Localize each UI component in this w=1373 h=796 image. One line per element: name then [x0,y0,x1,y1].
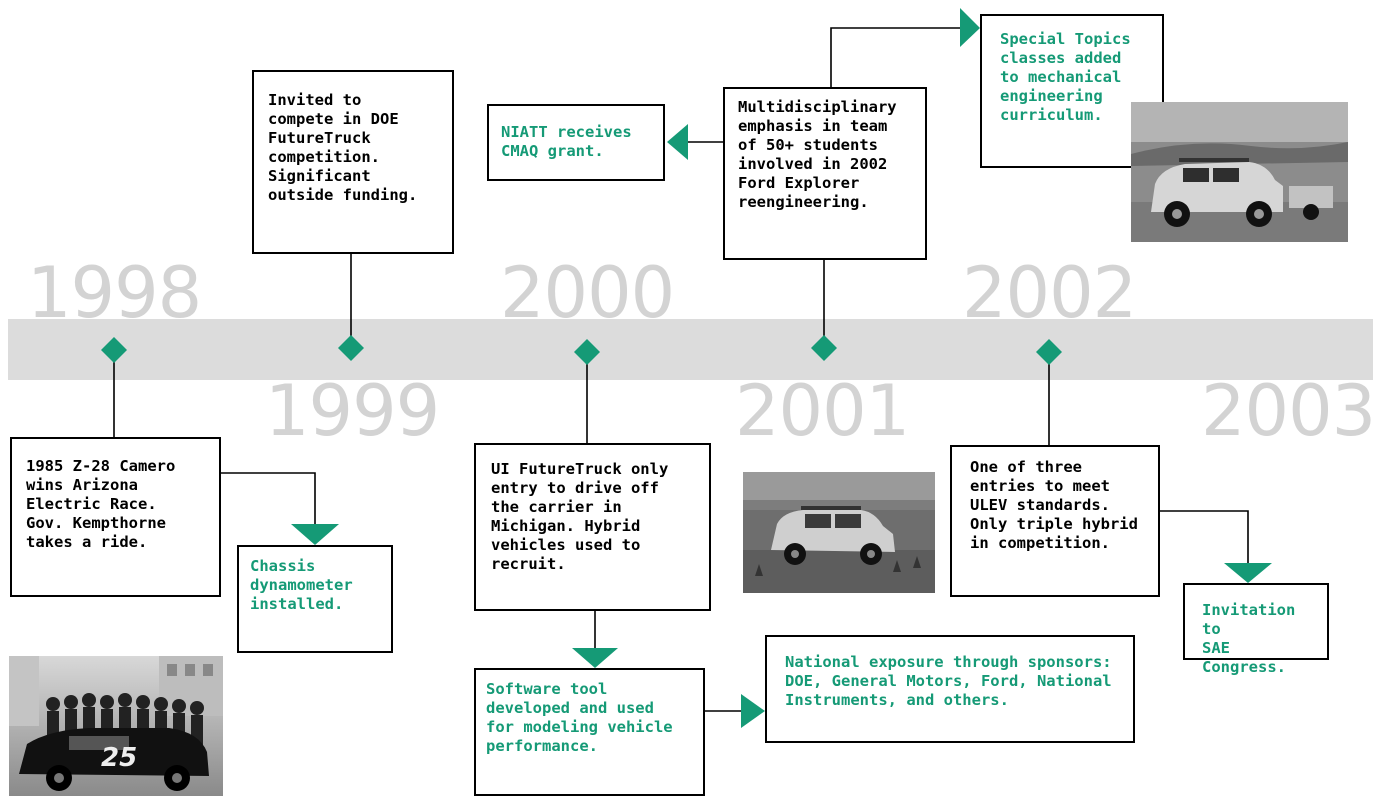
car-number-label: 25 [101,743,137,773]
event-camaro-race: 1985 Z-28 Camero wins Arizona Electric R… [10,437,221,597]
photo-race-team: 25 [9,656,223,796]
photo-futuretruck-course [743,472,935,593]
arrow-down-sae [1224,563,1272,583]
year-label-1999: 1999 [265,370,440,452]
arrow-down-chassis [291,524,339,545]
event-sae-congress: Invitation to SAE Congress. [1183,583,1329,676]
event-multidisciplinary: Multidisciplinary emphasis in team of 50… [723,87,927,260]
arrow-down-software [572,648,618,668]
year-label-2002: 2002 [962,252,1137,334]
event-national-exposure: National exposure through sponsors: DOE,… [765,635,1135,743]
event-ulev-standards: One of three entries to meet ULEV standa… [950,445,1160,597]
photo-ford-explorer [1131,102,1348,242]
milestone-diamond-2000 [574,339,600,365]
event-futuretruck-drive: UI FutureTruck only entry to drive off t… [474,443,711,611]
event-software-tool: Software tool developed and used for mod… [474,668,705,796]
milestone-diamond-1998 [101,337,127,363]
milestone-diamond-1999 [338,335,364,361]
arrow-left-niatt [667,124,688,160]
arrow-right-exposure [741,694,765,728]
year-label-2000: 2000 [500,252,675,334]
event-doe-invite: Invited to compete in DOE FutureTruck co… [252,70,454,254]
milestone-diamond-2002 [1036,339,1062,365]
event-niatt-grant: NIATT receives CMAQ grant. [487,104,665,181]
arrow-right-special [960,8,980,47]
year-label-1998: 1998 [27,252,202,334]
timeline-band [8,319,1373,380]
year-label-2003: 2003 [1201,370,1373,452]
milestone-diamond-2001 [811,335,837,361]
event-chassis-dynamometer: Chassis dynamometer installed. [237,545,393,653]
year-label-2001: 2001 [735,370,910,452]
